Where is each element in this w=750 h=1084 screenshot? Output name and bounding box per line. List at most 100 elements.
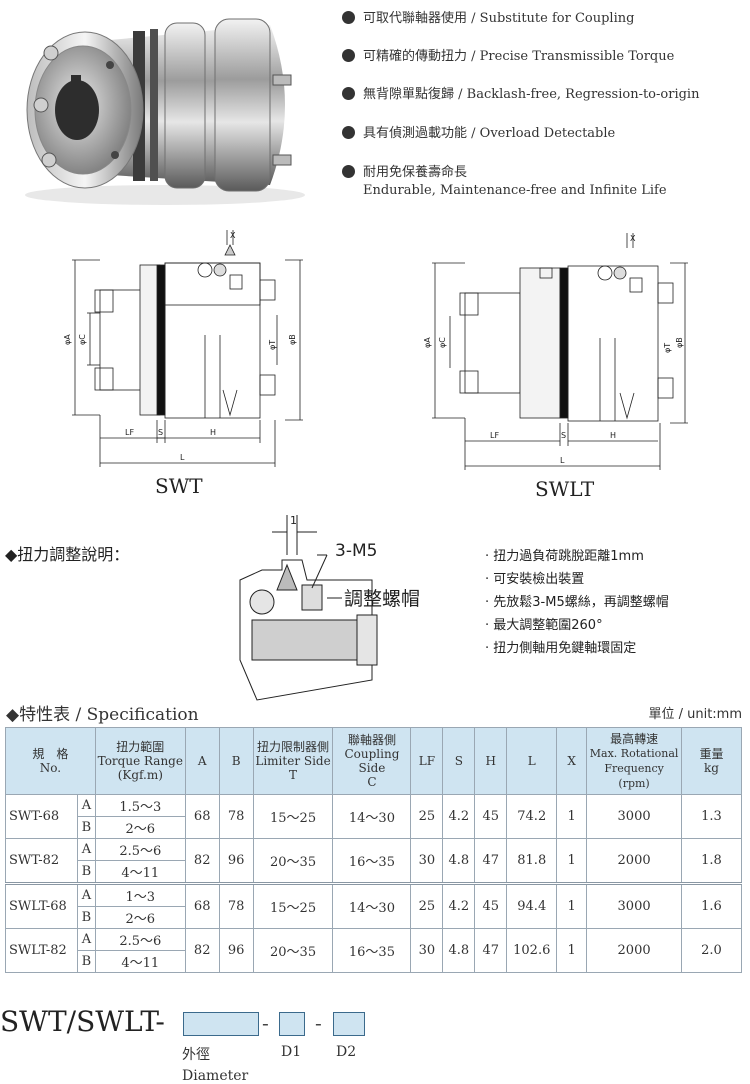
variant-cell: A [76,882,96,907]
dim-l-label: L [560,456,565,465]
c-cell: 14～30 [332,882,412,929]
torque-cell: 2.5～6 [94,838,186,861]
torque-cell: 2～6 [94,906,186,929]
rpm-cell: 2000 [586,928,683,973]
torque-cell: 2.5～6 [94,928,186,951]
torque-cell: 1～3 [94,882,186,907]
nut-label: 調整螺帽 [344,588,420,610]
l-cell: 94.4 [506,882,558,929]
s-cell: 4.2 [442,882,476,929]
dim-c-label: φC [78,334,87,345]
model-cell: SWT-68 [5,794,78,839]
swlt-caption: SWLT [535,477,595,501]
diameter-input-box[interactable] [183,1012,259,1036]
note-item: 扭力側軸用免鍵軸環固定 [485,637,669,660]
bullet-icon [342,11,355,24]
variant-cell: A [76,838,96,861]
model-cell: SWLT-68 [5,882,78,929]
dim-a-label: φA [63,334,72,345]
lf-cell: 30 [410,838,444,884]
table-row: SWLT-68 A 1～3 68 78 15～25 14～30 25 4.2 4… [5,882,742,929]
s-cell: 4.8 [442,928,476,973]
table-row: SWT-82 A 2.5～6 82 96 20～35 16～35 30 4.8 … [5,838,742,884]
x-cell: 1 [556,928,588,973]
torque-cell: 1.5～3 [94,794,186,817]
table-row: B 4～11 [6,860,742,884]
h-cell: 47 [474,928,508,973]
diameter-label-en: Diameter [182,1068,249,1084]
swt-drawing: X φA φC φT φB LF S H L [63,230,303,467]
h-cell: 45 [474,882,508,929]
variant-cell: A [76,928,96,951]
d1-label: D1 [281,1044,302,1060]
d1-input-box[interactable] [279,1012,305,1036]
bullet-icon [342,165,355,178]
torque-cell: 2～6 [94,816,186,839]
header-b: B [218,727,254,795]
dim-t-label: φT [268,340,277,350]
dim-x-label: X [230,231,236,240]
torque-cell: 4～11 [94,950,186,973]
weight-cell: 1.3 [681,794,742,839]
table-row: B 2～6 [6,816,742,839]
variant-cell: B [76,950,96,973]
variant-cell: A [76,794,96,817]
t-cell: 15～25 [252,882,334,929]
bullet-icon [342,126,355,139]
dim-lf-label: LF [490,431,499,440]
dim-a-label: φA [423,337,432,348]
c-cell: 16～35 [332,838,412,884]
b-cell: 78 [218,882,254,929]
s-cell: 4.2 [442,794,476,839]
feature-item: 可取代聯軸器使用 / Substitute for Coupling [342,10,634,28]
t-cell: 15～25 [252,794,334,839]
unit-label: 單位 / unit:mm [648,707,742,722]
a-cell: 68 [184,794,220,839]
dim-l-label: L [180,453,185,462]
l-cell: 81.8 [506,838,558,884]
t-cell: 20～35 [252,838,334,884]
b-cell: 96 [218,928,254,973]
x-cell: 1 [556,838,588,884]
variant-cell: B [76,816,96,839]
note-item: 最大調整範圍260° [485,614,669,637]
weight-cell: 2.0 [681,928,742,973]
lf-cell: 25 [410,882,444,929]
note-item: 可安裝檢出裝置 [485,568,669,591]
adjust-dim-label: 1 [290,514,297,527]
a-cell: 82 [184,928,220,973]
b-cell: 78 [218,794,254,839]
note-item: 先放鬆3-M5螺絲，再調整螺帽 [485,591,668,614]
spec-title: ◆特性表 / Specification [6,705,199,725]
x-cell: 1 [556,882,588,929]
variant-cell: B [76,906,96,929]
lf-cell: 25 [410,794,444,839]
dim-lf-label: LF [125,428,134,437]
dim-h-label: H [210,428,216,437]
rpm-cell: 3000 [586,882,683,929]
h-cell: 45 [474,794,508,839]
d2-input-box[interactable] [333,1012,365,1036]
swlt-drawing: X φA φC φT φB LF S H L [423,233,688,470]
bullet-icon [342,49,355,62]
torque-adjust-diagram: 1 3-M5 調整螺帽 [239,514,420,701]
x-cell: 1 [556,794,588,839]
d2-label: D2 [336,1044,357,1060]
t-cell: 20～35 [252,928,334,973]
feature-item: 具有偵測過載功能 / Overload Detectable [342,125,615,143]
torque-adjust-title: ◆扭力調整說明： [5,545,130,564]
model-cell: SWLT-82 [5,928,78,973]
table-row: SWLT-82 A 2.5～6 82 96 20～35 16～35 30 4.8… [5,928,742,973]
h-cell: 47 [474,838,508,884]
dim-x-label: X [630,234,636,243]
feature-item: 無背隙單點復歸 / Backlash-free, Regression-to-o… [342,86,699,104]
note-item: 扭力過負荷跳脫距離1mm [485,545,669,568]
separator: - [262,1011,269,1035]
header-x: X [556,727,588,795]
s-cell: 4.8 [442,838,476,884]
